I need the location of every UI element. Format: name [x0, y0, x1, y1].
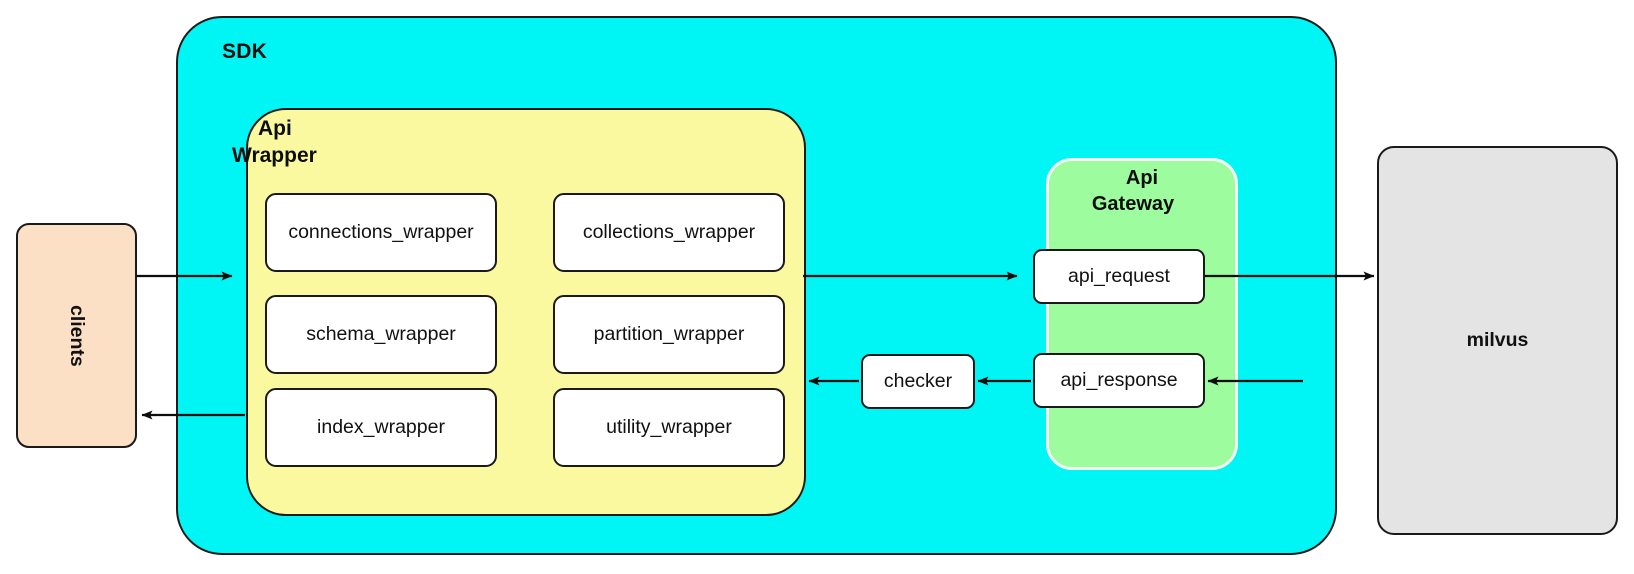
api-gateway-label-line2: Gateway	[1091, 193, 1175, 215]
card-api-response[interactable]: api_response	[1033, 353, 1205, 408]
card-api-request[interactable]: api_request	[1033, 249, 1205, 304]
card-collections-wrapper[interactable]: collections_wrapper	[553, 193, 785, 272]
milvus-node[interactable]: milvus	[1377, 146, 1618, 535]
api-gateway-container[interactable]	[1046, 158, 1238, 470]
card-partition-wrapper[interactable]: partition_wrapper	[553, 295, 785, 374]
api-wrapper-label-line2: Wrapper	[232, 144, 317, 167]
api-gateway-label: Api Gateway	[1052, 165, 1232, 217]
clients-node[interactable]: clients	[16, 223, 137, 448]
api-gateway-label-line1: Api	[1125, 167, 1159, 189]
api-wrapper-label-line1: Api	[258, 117, 292, 140]
card-index-wrapper[interactable]: index_wrapper	[265, 388, 497, 467]
card-schema-wrapper[interactable]: schema_wrapper	[265, 295, 497, 374]
checker-node[interactable]: checker	[861, 354, 975, 409]
api-wrapper-label: Api Wrapper	[232, 115, 458, 169]
clients-label: clients	[66, 304, 88, 367]
card-connections-wrapper[interactable]: connections_wrapper	[265, 193, 497, 272]
sdk-label: SDK	[222, 40, 267, 63]
card-utility-wrapper[interactable]: utility_wrapper	[553, 388, 785, 467]
